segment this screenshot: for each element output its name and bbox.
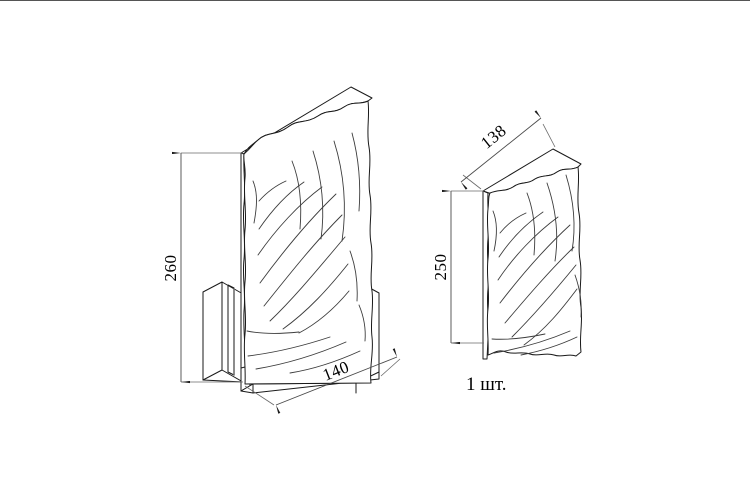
- panel-texture-lines: [246, 132, 366, 374]
- dimension-260-label: 260: [161, 255, 180, 282]
- dimension-138-label: 138: [477, 121, 510, 153]
- single-panel-texture-lines: [491, 174, 582, 356]
- base-left-wing: [202, 281, 244, 383]
- dimension-250-label: 250: [431, 254, 450, 281]
- panel-view-group: 138 250 1 шт.: [431, 110, 583, 395]
- dimension-260: 260: [161, 151, 243, 384]
- assembly-view-group: 260 140: [161, 86, 401, 414]
- dimension-140: 140: [244, 348, 401, 414]
- quantity-note: 1 шт.: [466, 374, 507, 395]
- base-channel-left: [227, 284, 235, 376]
- panel-front-face: [243, 100, 374, 385]
- dimension-250: 250: [431, 189, 484, 345]
